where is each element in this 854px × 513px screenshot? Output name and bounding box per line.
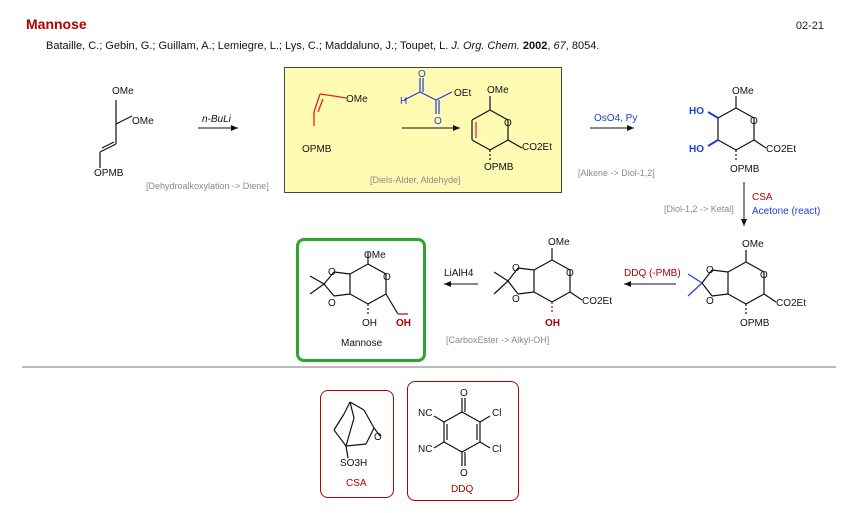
compound-ketal-pmb <box>687 250 777 316</box>
step4-note: [Diol-1,2 -> Ketal] <box>664 204 734 214</box>
product-ome: OMe <box>364 250 386 261</box>
ketal-oh-o-bottom: O <box>512 294 520 305</box>
compound-acetal <box>99 100 133 168</box>
diol-ho-top: HO <box>689 106 704 117</box>
ketal-oh-oh: OH <box>545 318 560 329</box>
ddq-o-top: O <box>460 388 468 399</box>
ketal-oh-ome: OMe <box>548 237 570 248</box>
page-title: Mannose <box>26 16 87 32</box>
dihydropyran-o: O <box>504 118 512 129</box>
ddq-cn-top: NC <box>418 408 432 419</box>
step6-note: [CarboxEster -> Alkyl-OH] <box>446 335 549 345</box>
glyoxylate-oet: OEt <box>454 88 471 99</box>
step1-reagent: n-BuLi <box>202 114 232 125</box>
ddq-cl-bottom: Cl <box>492 444 501 455</box>
compound-glyoxylate <box>403 78 453 114</box>
ddq-cl-top: Cl <box>492 408 501 419</box>
page-id: 02-21 <box>795 20 824 32</box>
product-label: Mannose <box>341 338 383 349</box>
diene-ome: OMe <box>346 94 368 105</box>
acetal-ome-top: OMe <box>112 86 134 97</box>
ketal-oh-ring-o: O <box>566 268 574 279</box>
csa-label: CSA <box>346 478 367 489</box>
ketal-pmb-opmb: OPMB <box>740 318 770 329</box>
section-divider <box>22 366 836 368</box>
ddq-o-bottom: O <box>460 468 468 479</box>
compound-product <box>309 252 408 316</box>
diene-opmb: OPMB <box>302 144 332 155</box>
diol-ome: OMe <box>732 86 754 97</box>
diol-o: O <box>750 116 758 127</box>
dihydropyran-ome: OMe <box>487 85 509 96</box>
diol-opmb: OPMB <box>730 164 760 175</box>
diol-co2et: CO2Et <box>766 144 796 155</box>
ketal-pmb-ring-o: O <box>760 270 768 281</box>
ketal-oh-co2et: CO2Et <box>582 296 612 307</box>
ketal-pmb-o-bottom: O <box>706 296 714 307</box>
citation-authors: Bataille, C.; Gebin, G.; Guillam, A.; Le… <box>46 40 449 52</box>
diol-ho-bottom: HO <box>689 144 704 155</box>
step1-note: [Dehydroalkoxylation -> Diene] <box>146 181 269 191</box>
citation-pages: 8054. <box>571 40 600 52</box>
ddq-structure <box>433 398 491 466</box>
step3-note: [Alkene -> Diol-1,2] <box>578 168 655 178</box>
glyoxylate-h: H <box>400 96 407 107</box>
compound-diol <box>707 96 767 162</box>
product-ring-o: O <box>383 272 391 283</box>
csa-box <box>320 390 394 498</box>
ketal-oh-o-top: O <box>512 263 520 274</box>
compound-ketal-oh <box>493 248 583 314</box>
ddq-box <box>407 381 519 501</box>
step5-reagent: DDQ (-PMB) <box>624 268 681 279</box>
product-o-top: O <box>328 267 336 278</box>
dihydropyran-opmb: OPMB <box>484 162 514 173</box>
step3-reagent: OsO4, Py <box>594 113 637 124</box>
ketal-pmb-ome: OMe <box>742 239 764 250</box>
ddq-cn-bottom: NC <box>418 444 432 455</box>
step6-reagent: LiAlH4 <box>444 268 474 279</box>
product-box <box>296 238 426 362</box>
csa-o: O <box>374 432 382 443</box>
ketal-pmb-co2et: CO2Et <box>776 298 806 309</box>
step2-note: [Diels-Alder, Aldehyde] <box>370 175 461 185</box>
csa-so3h: SO3H <box>340 458 367 469</box>
citation: Bataille, C.; Gebin, G.; Guillam, A.; Le… <box>46 40 600 52</box>
acetal-ome-right: OMe <box>132 116 154 127</box>
dihydropyran-co2et: CO2Et <box>522 142 552 153</box>
csa-structure <box>333 401 381 459</box>
ddq-label: DDQ <box>451 484 473 495</box>
step4-reagent-acetone: Acetone (react) <box>752 206 820 217</box>
ketal-pmb-o-top: O <box>706 265 714 276</box>
step4-reagent-csa: CSA <box>752 192 773 203</box>
citation-journal: J. Org. Chem. <box>451 40 520 52</box>
product-oh: OH <box>362 318 377 329</box>
acetal-opmb: OPMB <box>94 168 124 179</box>
compound-diene <box>313 93 347 126</box>
compound-dihydropyran <box>471 96 523 160</box>
citation-volume: 67 <box>553 40 566 52</box>
glyoxylate-o-bottom: O <box>434 116 442 127</box>
citation-year: 2002 <box>522 40 548 52</box>
product-primary-oh: OH <box>396 318 411 329</box>
glyoxylate-o-top: O <box>418 69 426 80</box>
product-o-bottom: O <box>328 298 336 309</box>
